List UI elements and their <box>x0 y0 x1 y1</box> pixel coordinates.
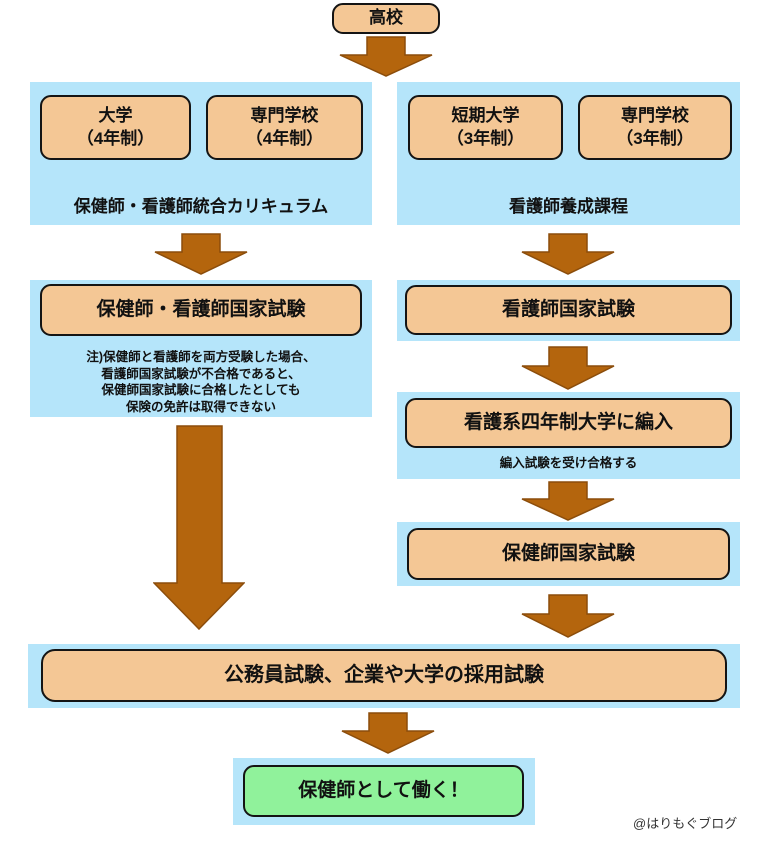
down-arrow-icon <box>521 346 615 390</box>
university-label-line2: （4年制） <box>76 128 155 148</box>
note-line-2: 看護師国家試験が不合格であると、 <box>101 366 301 381</box>
down-arrow-icon <box>521 594 615 638</box>
down-arrow-icon <box>154 233 248 275</box>
vocational-3yr-line2: （3年制） <box>616 128 694 148</box>
employment-label: 公務員試験、企業や大学の採用試験 <box>224 664 544 686</box>
employment-box: 公務員試験、企業や大学の採用試験 <box>41 649 727 702</box>
junior-college-line1: 短期大学 <box>451 105 520 125</box>
goal-label: 保健師として働く！ <box>298 780 469 802</box>
note-line-3: 保健師国家試験に合格したとしても <box>101 383 301 397</box>
transfer-note: 編入試験を受け合格する <box>499 456 638 470</box>
high-school-box: 高校 <box>332 3 440 34</box>
credit-text: @はりもぐブログ <box>633 816 738 831</box>
phn-exam-label: 保健師国家試験 <box>501 543 635 565</box>
note-line-1: 注)保健師と看護師を両方受験した場合、 <box>86 350 316 364</box>
junior-college-line2: （3年制） <box>446 128 525 148</box>
vocational-4yr-line2: （4年制） <box>245 128 324 148</box>
nurse-exam-label: 看護師国家試験 <box>501 299 635 321</box>
right-track-label: 看護師養成課程 <box>509 197 628 216</box>
university-label-line1: 大学 <box>98 105 133 125</box>
left-track-label: 保健師・看護師統合カリキュラム <box>73 197 329 216</box>
phn-nurse-exam-label: 保健師・看護師国家試験 <box>96 299 306 321</box>
transfer-box: 看護系四年制大学に編入 <box>405 398 732 448</box>
junior-college-box: 短期大学 （3年制） <box>408 95 563 160</box>
vocational-school-4yr-box: 専門学校 （4年制） <box>206 95 363 160</box>
down-arrow-icon <box>521 233 615 275</box>
high-school-label: 高校 <box>369 8 403 28</box>
phn-nurse-exam-box: 保健師・看護師国家試験 <box>40 284 362 336</box>
note-line-4: 保険の免許は取得できない <box>125 399 276 414</box>
university-box: 大学 （4年制） <box>40 95 191 160</box>
phn-exam-box: 保健師国家試験 <box>407 528 730 580</box>
left-exam-note: 注)保健師と看護師を両方受験した場合、 看護師国家試験が不合格であると、 保健師… <box>30 349 372 415</box>
nurse-exam-box: 看護師国家試験 <box>405 285 732 335</box>
vocational-4yr-line1: 専門学校 <box>250 105 319 125</box>
vocational-school-3yr-box: 専門学校 （3年制） <box>578 95 732 160</box>
vocational-3yr-line1: 専門学校 <box>621 105 689 125</box>
goal-box: 保健師として働く！ <box>243 765 524 817</box>
down-arrow-icon <box>341 712 435 754</box>
transfer-label: 看護系四年制大学に編入 <box>463 412 673 434</box>
down-arrow-icon <box>339 36 433 77</box>
long-down-arrow-icon <box>153 425 245 630</box>
down-arrow-icon <box>521 481 615 521</box>
